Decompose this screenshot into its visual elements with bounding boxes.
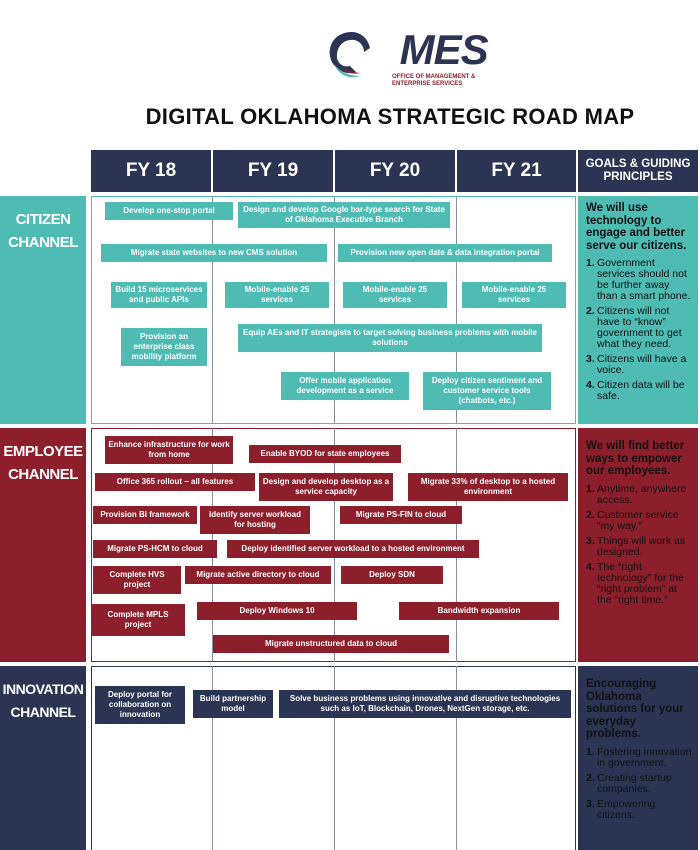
- innovation-label-line2: CHANNEL: [10, 704, 76, 720]
- citizen-task: Deploy citizen sentiment and customer se…: [423, 372, 551, 410]
- citizen-task: Provision an enterprise class mobility p…: [121, 328, 207, 366]
- innovation-goal-heading: Encouraging Oklahoma solutions for your …: [586, 678, 684, 740]
- column-header-fy20: FY 20: [335, 150, 455, 192]
- innovation-lane: [91, 666, 576, 850]
- employee-goal-heading: We will find better ways to empower our …: [586, 440, 685, 477]
- citizen-goal-heading: We will use technology to engage and bet…: [586, 202, 687, 252]
- citizen-task: Build 15 microservices and public APIs: [111, 282, 207, 308]
- innovation-goals: Encouraging Oklahoma solutions for your …: [578, 666, 698, 850]
- innovation-task: Solve business problems using innovative…: [279, 690, 571, 718]
- innovation-goal-item: 3.Empowering citizens.: [586, 797, 656, 821]
- logo-subtitle: Office of Management & Enterprise Servic…: [392, 74, 476, 87]
- employee-task: Enable BYOD for state employees: [249, 445, 401, 463]
- employee-task: Deploy Windows 10: [197, 602, 357, 620]
- citizen-lane: [91, 196, 576, 424]
- employee-task: Migrate active directory to cloud: [185, 566, 331, 584]
- goals-header: GOALS & GUIDING PRINCIPLES: [578, 150, 698, 192]
- column-header-fy21: FY 21: [457, 150, 576, 192]
- omes-logo-mark-icon: [329, 32, 370, 78]
- innovation-divider: [334, 666, 335, 850]
- employee-goal-item: 2.Customer service “my way.”: [586, 508, 679, 532]
- citizen-goal-item: 3.Citizens will have a voice.: [586, 353, 687, 376]
- innovation-goal-item: 1.Fostering innovation in government.: [586, 745, 692, 769]
- innovation-label-line1: INNOVATION: [2, 681, 84, 697]
- omes-logo: OMES Office of Management & Enterprise S…: [322, 22, 489, 94]
- employee-goal-item: 4.The “right technology” for the “right …: [586, 560, 684, 606]
- citizen-task: Mobile-enable 25 services: [225, 282, 329, 308]
- citizen-label-line2: CHANNEL: [8, 234, 78, 251]
- citizen-task: Offer mobile application development as …: [281, 372, 409, 400]
- citizen-goal-item: 4.Citizen data will be safe.: [586, 379, 685, 402]
- innovation-divider: [456, 666, 457, 850]
- citizen-divider: [212, 196, 213, 424]
- innovation-task: Deploy portal for collaboration on innov…: [95, 686, 185, 724]
- citizen-channel-label: CITIZEN CHANNEL: [0, 196, 86, 424]
- innovation-channel-label: INNOVATION CHANNEL: [0, 666, 86, 850]
- citizen-task: Design and develop Google bar-type searc…: [238, 202, 450, 228]
- employee-task: Bandwidth expansion: [399, 602, 559, 620]
- employee-task: Design and develop desktop as a service …: [259, 473, 393, 501]
- citizen-task: Provision new open date & data integrati…: [338, 244, 552, 262]
- citizen-divider: [456, 196, 457, 424]
- employee-channel-label: EMPLOYEE CHANNEL: [0, 428, 86, 662]
- employee-task: Provision BI framework: [93, 506, 197, 524]
- column-header-fy19: FY 19: [213, 150, 333, 192]
- employee-label-line1: EMPLOYEE: [3, 443, 83, 460]
- innovation-goal-item: 2.Creating startup companies.: [586, 771, 672, 795]
- innovation-task: Build partnership model: [193, 690, 273, 718]
- employee-task: Migrate unstructured data to cloud: [213, 635, 449, 653]
- employee-task: Migrate 33% of desktop to a hosted envir…: [408, 473, 568, 501]
- logo-wordmark: OMES: [399, 26, 489, 73]
- citizen-label-line1: CITIZEN: [15, 211, 71, 228]
- citizen-goal-item: 1.Government services should not be furt…: [586, 257, 691, 302]
- employee-goal-item: 1.Anytime, anywhere access.: [586, 482, 687, 506]
- employee-task: Migrate PS-HCM to cloud: [93, 540, 217, 558]
- employee-task: Complete HVS project: [93, 566, 181, 594]
- citizen-goals: We will use technology to engage and bet…: [578, 196, 698, 424]
- citizen-task: Migrate state websites to new CMS soluti…: [101, 244, 327, 262]
- page-title: DIGITAL OKLAHOMA STRATEGIC ROAD MAP: [145, 104, 635, 129]
- employee-task: Migrate PS-FIN to cloud: [340, 506, 462, 524]
- citizen-task: Equip AEs and IT strategists to target s…: [238, 324, 542, 352]
- employee-task: Complete MPLS project: [91, 604, 185, 636]
- employee-label-line2: CHANNEL: [8, 466, 78, 483]
- employee-task: Identify server workload for hosting: [200, 506, 310, 534]
- employee-task: Deploy SDN: [341, 566, 443, 584]
- innovation-divider: [212, 666, 213, 850]
- employee-goals: We will find better ways to empower our …: [578, 428, 698, 662]
- citizen-task: Mobile-enable 25 services: [462, 282, 566, 308]
- citizen-task: Mobile-enable 25 services: [343, 282, 447, 308]
- employee-lane: [91, 428, 576, 662]
- employee-goal-item: 3.Things will work as designed.: [586, 534, 686, 558]
- citizen-divider: [334, 196, 335, 424]
- employee-task: Deploy identified server workload to a h…: [227, 540, 479, 558]
- citizen-goal-item: 2.Citizens will not have to “know” gover…: [586, 305, 682, 350]
- citizen-task: Develop one-stop portal: [105, 202, 233, 220]
- employee-task: Enhance infrastructure for work from hom…: [105, 436, 233, 464]
- employee-task: Office 365 rollout – all features: [95, 473, 255, 491]
- column-header-fy18: FY 18: [91, 150, 211, 192]
